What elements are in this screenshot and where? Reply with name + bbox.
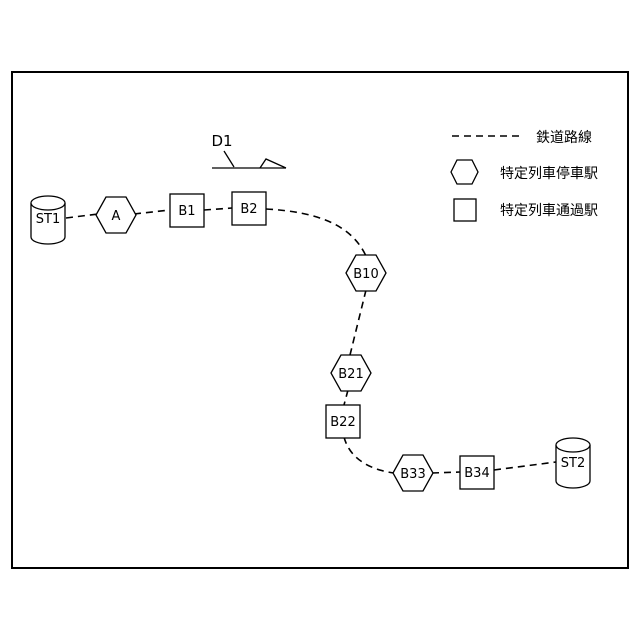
legend-rail-label: 鉄道路線 — [536, 130, 592, 146]
station-b2: B2 — [232, 192, 266, 225]
station-b1: B1 — [170, 194, 204, 227]
station-label: B22 — [330, 415, 355, 430]
terminal-st1: ST1 — [31, 196, 65, 244]
station-label: B21 — [338, 367, 363, 382]
legend-stop-hexagon-icon — [451, 160, 478, 184]
direction-indicator: D1 — [211, 132, 286, 168]
direction-arrow-head — [260, 159, 286, 168]
diagram-frame — [12, 72, 628, 568]
station-label: ST1 — [36, 212, 60, 227]
legend: 鉄道路線 特定列車停車駅 特定列車通過駅 — [451, 130, 598, 221]
station-label: B33 — [400, 467, 425, 482]
station-label: B1 — [178, 204, 195, 219]
station-label: B34 — [464, 466, 489, 481]
station-label: ST2 — [561, 456, 585, 471]
station-b33: B33 — [393, 455, 433, 491]
direction-label: D1 — [211, 132, 232, 150]
station-b34: B34 — [460, 456, 494, 489]
railway-line — [66, 208, 556, 473]
station-b22: B22 — [326, 405, 360, 438]
station-label: B10 — [353, 267, 378, 282]
legend-pass-square-icon — [454, 199, 476, 221]
station-label: B2 — [240, 202, 257, 217]
terminal-st2: ST2 — [556, 438, 590, 488]
legend-stop-label: 特定列車停車駅 — [500, 165, 598, 182]
station-b10: B10 — [346, 255, 386, 291]
station-label: A — [112, 209, 121, 224]
station-b21: B21 — [331, 355, 371, 391]
station-a: A — [96, 197, 136, 233]
legend-pass-label: 特定列車通過駅 — [500, 202, 598, 219]
